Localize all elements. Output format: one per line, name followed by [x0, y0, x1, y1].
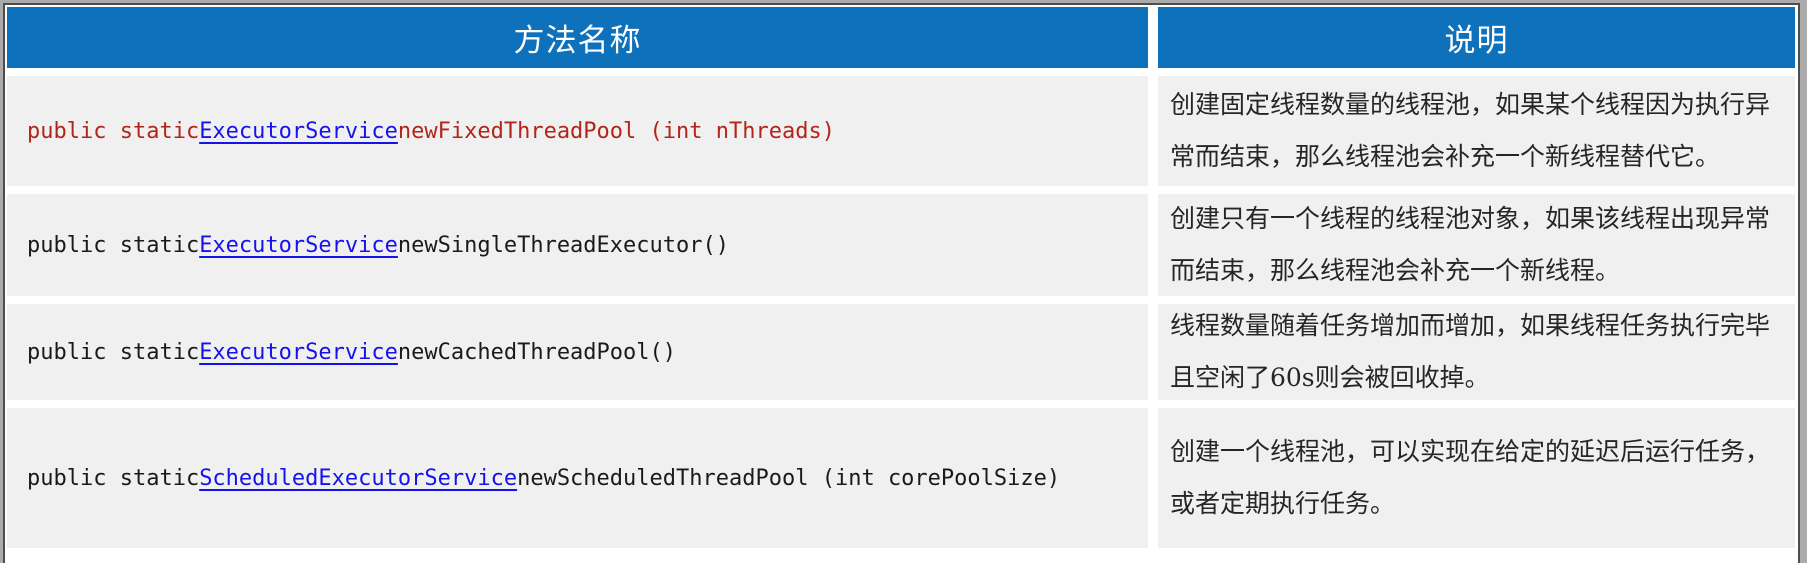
description-text: 创建固定线程数量的线程池，如果某个线程因为执行异常而结束，那么线程池会补充一个新…: [1170, 90, 1771, 171]
methods-table-grid: 方法名称 说明 public static ExecutorService ne…: [5, 5, 1798, 550]
column-header-method-name: 方法名称: [7, 7, 1148, 68]
signature-suffix: newCachedThreadPool(): [397, 339, 677, 365]
method-description-newFixedThreadPool: 创建固定线程数量的线程池，如果某个线程因为执行异常而结束，那么线程池会补充一个新…: [1158, 76, 1795, 186]
column-header-description-label: 说明: [1444, 23, 1509, 59]
methods-table: 方法名称 说明 public static ExecutorService ne…: [3, 3, 1800, 563]
type-link-ExecutorService[interactable]: ExecutorService: [199, 118, 398, 144]
method-signature-newFixedThreadPool: public static ExecutorService newFixedTh…: [7, 76, 1148, 186]
description-text: 创建只有一个线程的线程池对象，如果该线程出现异常而结束，那么线程池会补充一个新线…: [1170, 204, 1771, 285]
signature-prefix: public static: [27, 339, 200, 365]
description-text: 线程数量随着任务增加而增加，如果线程任务执行完毕且空闲了60s则会被回收掉。: [1170, 311, 1771, 392]
signature-prefix: public static: [27, 232, 200, 258]
signature-prefix: public static: [27, 465, 200, 491]
type-link-ExecutorService[interactable]: ExecutorService: [199, 339, 398, 365]
type-link-ScheduledExecutorService[interactable]: ScheduledExecutorService: [199, 465, 518, 491]
method-signature-newSingleThreadExecutor: public static ExecutorService newSingleT…: [7, 194, 1148, 296]
signature-suffix: newSingleThreadExecutor(): [397, 232, 730, 258]
signature-suffix: newScheduledThreadPool (int corePoolSize…: [517, 465, 1061, 491]
type-link-ExecutorService[interactable]: ExecutorService: [199, 232, 398, 258]
description-text: 创建一个线程池，可以实现在给定的延迟后运行任务，或者定期执行任务。: [1170, 437, 1771, 518]
method-description-newScheduledThreadPool: 创建一个线程池，可以实现在给定的延迟后运行任务，或者定期执行任务。: [1158, 408, 1795, 548]
method-signature-newScheduledThreadPool: public static ScheduledExecutorService n…: [7, 408, 1148, 548]
column-header-method-name-label: 方法名称: [513, 23, 642, 59]
method-description-newCachedThreadPool: 线程数量随着任务增加而增加，如果线程任务执行完毕且空闲了60s则会被回收掉。: [1158, 304, 1795, 400]
method-description-newSingleThreadExecutor: 创建只有一个线程的线程池对象，如果该线程出现异常而结束，那么线程池会补充一个新线…: [1158, 194, 1795, 296]
signature-prefix: public static: [27, 118, 200, 144]
method-signature-newCachedThreadPool: public static ExecutorService newCachedT…: [7, 304, 1148, 400]
column-header-description: 说明: [1158, 7, 1795, 68]
signature-suffix: newFixedThreadPool (int nThreads): [397, 118, 835, 144]
